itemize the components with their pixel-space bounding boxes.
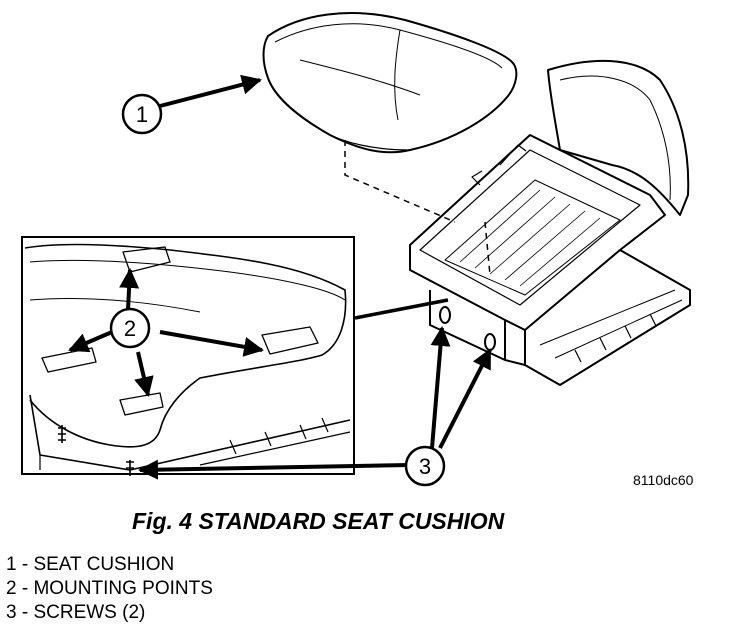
seat-cushion-illustration <box>262 12 518 154</box>
seat-frame-illustration <box>409 59 691 386</box>
callout-1-label: 1 <box>136 102 148 127</box>
callout-3-label: 3 <box>419 454 431 479</box>
figure-caption: Fig. 4 STANDARD SEAT CUSHION <box>132 508 505 534</box>
detail-inset <box>21 236 355 476</box>
legend-item: 3 - SCREWS (2) <box>6 602 146 623</box>
callout-2: 2 <box>109 307 151 349</box>
leader-arrows <box>68 74 492 480</box>
callout-1: 1 <box>121 93 163 135</box>
callout-legend: 1 - SEAT CUSHION 2 - MOUNTING POINTS 3 -… <box>6 553 213 625</box>
callout-3: 3 <box>404 445 446 487</box>
legend-item: 1 - SEAT CUSHION <box>6 554 175 575</box>
inset-connector <box>354 298 449 320</box>
legend-item: 2 - MOUNTING POINTS <box>6 578 213 599</box>
alignment-guides <box>344 140 491 276</box>
callout-2-label: 2 <box>124 316 136 341</box>
figure-reference-code: 8110dc60 <box>633 472 694 488</box>
